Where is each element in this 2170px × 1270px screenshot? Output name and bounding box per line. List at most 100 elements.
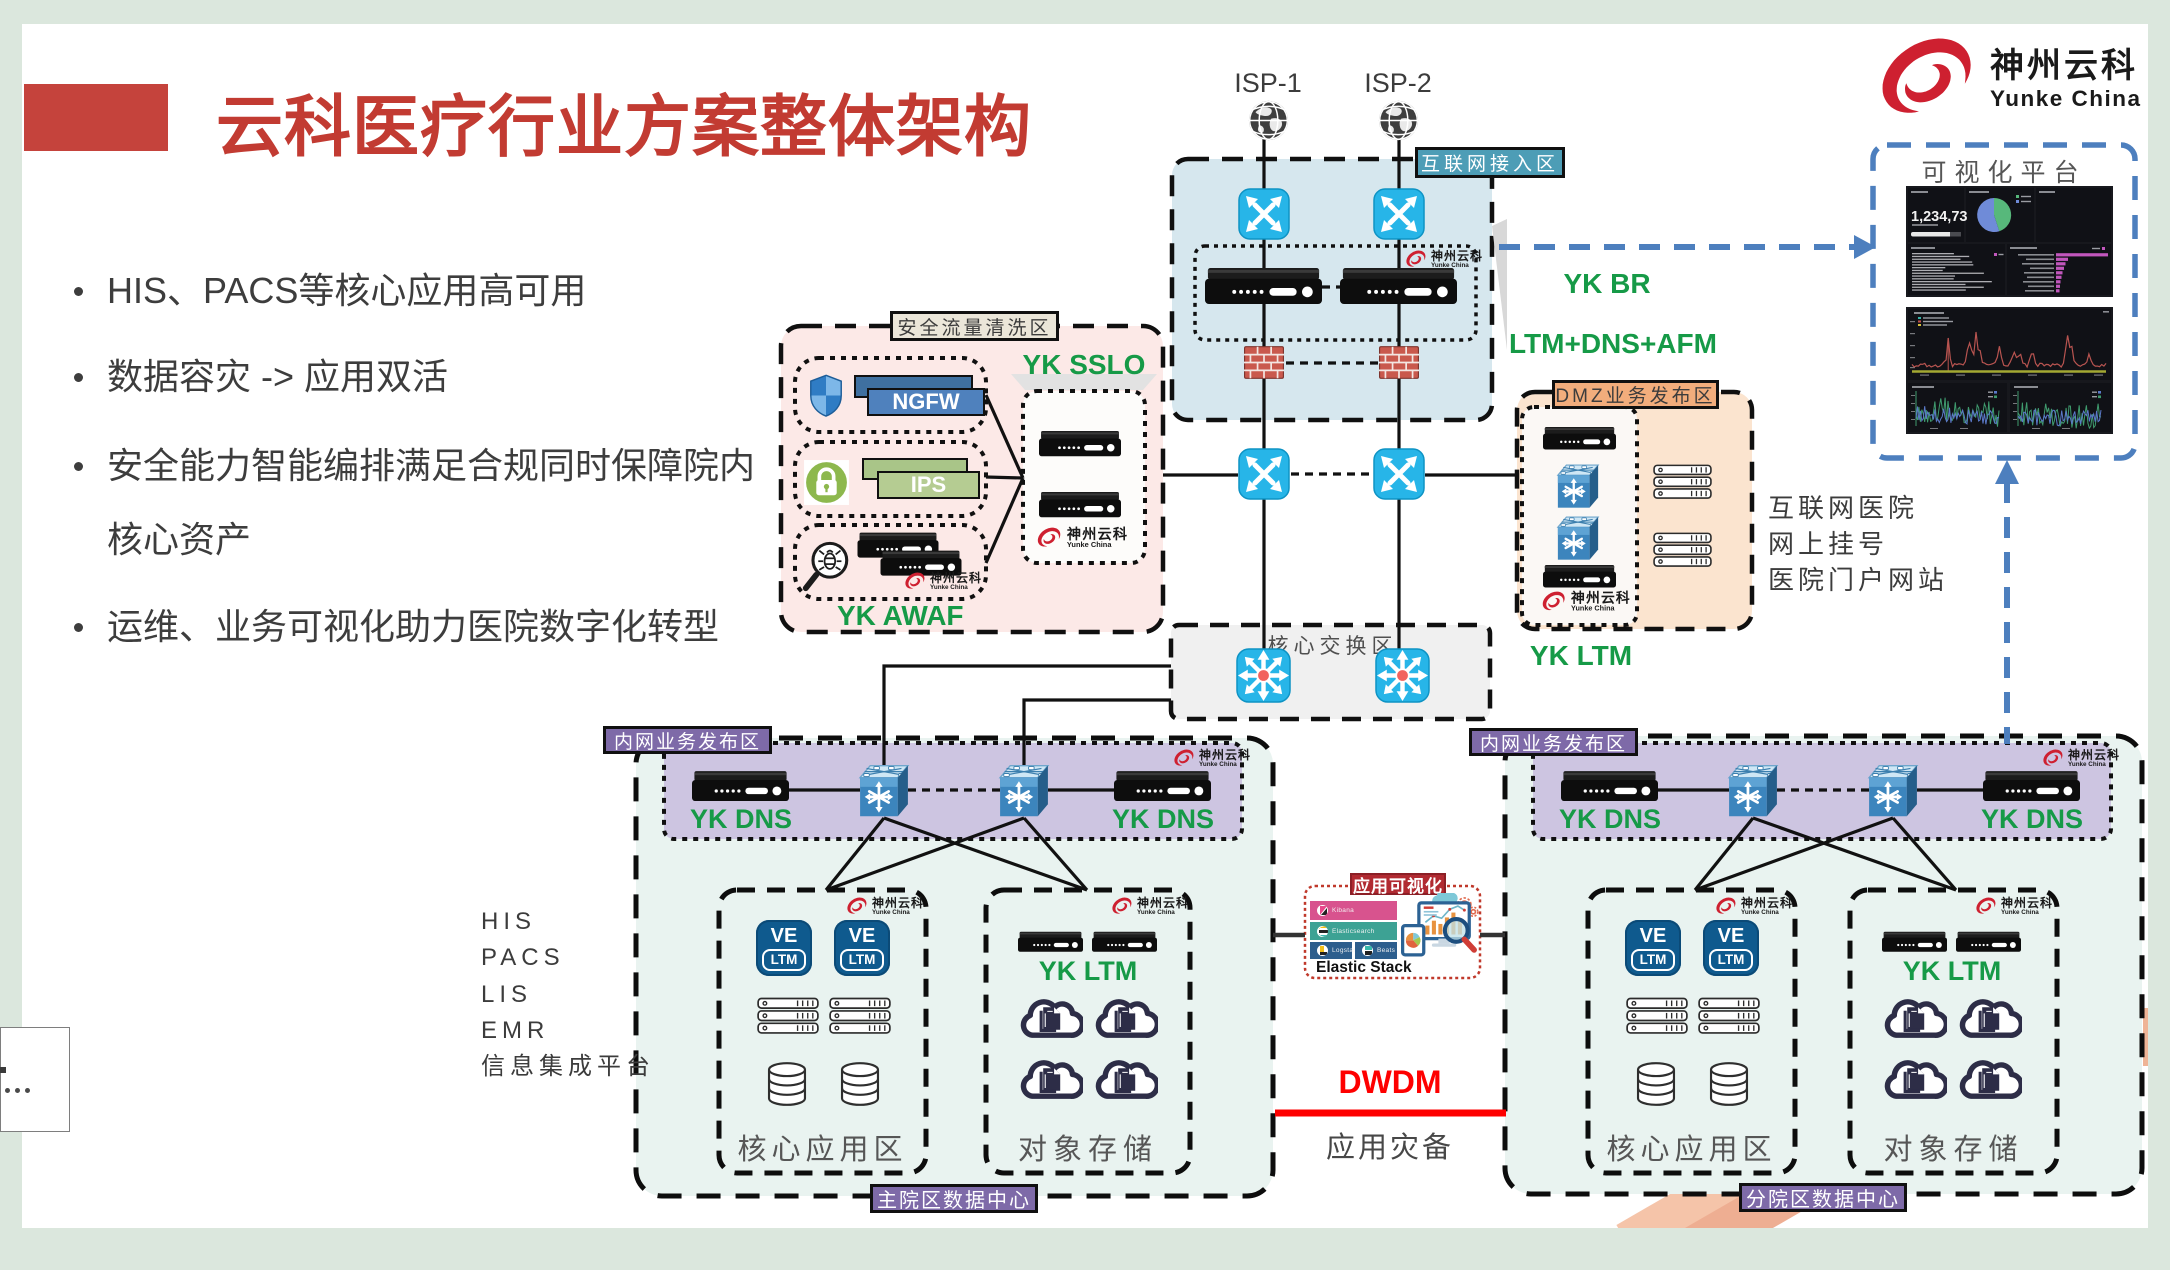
bullet-item: 运维、业务可视化助力医院数字化转型 (74, 590, 763, 664)
switch-stack-icon (998, 762, 1050, 819)
brand-logo: 神州云科 Yunke China (903, 572, 982, 591)
isp1-label: ISP-1 (1234, 68, 1302, 98)
ltm-appliance-icon (1882, 931, 1947, 953)
brand-text: 神州云科 Yunke China (1137, 897, 1189, 916)
brand-logo: 神州云科 Yunke China (1714, 897, 1793, 916)
box-app-zone-right (1585, 887, 1798, 1176)
label-app-viz: 应用可视化 (1350, 873, 1446, 896)
brand-text: 神州云科 Yunke China (930, 572, 982, 591)
isp1-globe-icon (1248, 100, 1289, 141)
brand-text: 神州云科 Yunke China (1067, 527, 1128, 549)
brand-swirl-icon (1540, 591, 1568, 613)
brand-logo: 神州云科 Yunke China (1974, 897, 2053, 916)
page-title: 云科医疗行业方案整体架构 (216, 90, 1032, 165)
server-rack-icon (1653, 531, 1712, 569)
elastic-bar-elasticsearch: Elasticsearch (1310, 922, 1397, 940)
elastic-bar-beats: Beats (1355, 942, 1397, 959)
box-internet-ltm-pair (1193, 244, 1478, 342)
brand-logo: 神州云科 Yunke China (1110, 897, 1189, 916)
his-item: HIS (481, 908, 537, 935)
cloud-storage-icon (1092, 1054, 1158, 1103)
server-rack-icon (1626, 997, 1688, 1035)
elastic-item-label: Logstash (1332, 947, 1361, 954)
brand-name-en: Yunke China (1571, 605, 1615, 613)
brand-logo: 神州云科 Yunke China (845, 897, 924, 916)
ngfw-chip: NGFW (867, 388, 985, 416)
label-storage-left: 对象存储 (1017, 1134, 1158, 1166)
brand-swirl-icon (903, 572, 927, 591)
brand-logo: 神州云科 Yunke China (1872, 36, 2142, 124)
bullet-item: 数据容灾 -> 应用双活 (74, 340, 763, 414)
dns-appliance-icon (1561, 770, 1658, 803)
yk-dns-label: YK DNS (1111, 804, 1214, 834)
his-item: PACS (481, 944, 565, 972)
brand-logo: 神州云科 Yunke China (2041, 749, 2120, 768)
ltm-label: LTM (1708, 949, 1754, 971)
viz-dashboard-trends (1906, 307, 2113, 434)
bullet-item: 安全能力智能编排满足合规同时保障院内核心资产 (74, 429, 763, 577)
brand-name-cn: 神州云科 (872, 896, 925, 910)
brand-name-en: Yunke China (1741, 909, 1779, 916)
switch-icon (1238, 188, 1290, 240)
brand-name-en: Yunke China (1066, 541, 1112, 550)
label-app-zone-left: 核心应用区 (737, 1134, 908, 1166)
his-systems-list: HIS PACS LIS EMR 信息集成平台 (481, 904, 655, 1085)
elastic-stack-title: Elastic Stack (1316, 959, 1412, 976)
database-icon (764, 1061, 810, 1107)
brand-name-cn: 神州云科 (1990, 47, 2138, 86)
brand-name-cn: 神州云科 (2068, 748, 2121, 762)
elasticsearch-logo-icon (1317, 925, 1328, 937)
brand-text: 神州云科 Yunke China (1571, 591, 1631, 613)
bullet-dot (74, 373, 83, 382)
dmz-appliance-icon (1543, 564, 1616, 589)
bullet-text: 运维、业务可视化助力医院数字化转型 (107, 606, 720, 647)
ve-ltm-icon: VE LTM (1625, 920, 1681, 976)
brand-name-cn: 神州云科 (1571, 589, 1631, 606)
his-item: LIS (481, 980, 533, 1008)
dwdm-label: DWDM (1338, 1064, 1442, 1100)
cloud-storage-icon (1881, 1054, 1947, 1103)
brand-logo: 神州云科 Yunke China (1540, 591, 1631, 613)
yk-br-label: YK BR (1563, 268, 1651, 299)
switch-stack-icon (1867, 762, 1919, 819)
decor-fold-sslo (1011, 374, 1157, 390)
brand-text: 神州云科 Yunke China (1199, 749, 1251, 768)
label-security-zone: 安全流量清洗区 (890, 311, 1059, 341)
core-router-icon (1375, 648, 1430, 703)
ve-label: VE (1717, 925, 1745, 947)
brand-name-en: Yunke China (2001, 909, 2039, 916)
dmz-service-list: 互联网医院 网上挂号 医院门户网站 (1768, 490, 1948, 598)
viz-arrows (1499, 244, 2010, 744)
ve-label: VE (1639, 925, 1667, 947)
dns-appliance-icon (1983, 770, 2080, 803)
cloud-storage-icon (1017, 1054, 1083, 1103)
dmz-yk-ltm-label: YK LTM (1529, 640, 1633, 671)
server-rack-icon (1698, 997, 1760, 1035)
brand-name-cn: 神州云科 (1066, 525, 1129, 543)
yk-dns-label: YK DNS (1558, 804, 1661, 834)
elastic-bar-kibana: Kibana (1310, 901, 1397, 920)
dc-yk-ltm-label: YK LTM (1902, 956, 2002, 986)
dmz-appliance-icon (1543, 426, 1616, 451)
switch-stack-icon (1551, 462, 1605, 510)
dmz-service-item: 互联网医院 (1768, 493, 1919, 523)
sslo-appliance-icon (1039, 491, 1121, 519)
brand-swirl-icon (1035, 527, 1063, 549)
label-core-zone: 核心交换区 (1267, 635, 1398, 658)
dr-label: 应用灾备 (1325, 1132, 1454, 1164)
database-icon (1633, 1061, 1679, 1107)
brand-swirl-icon (1872, 36, 1982, 124)
cloud-storage-icon (1092, 993, 1158, 1042)
brand-name-cn: 神州云科 (2001, 896, 2054, 910)
label-intranet-right: 内网业务发布区 (1469, 728, 1638, 756)
ltm-appliance-icon (1340, 267, 1457, 306)
ve-ltm-icon: VE LTM (756, 920, 812, 976)
ltm-appliance-icon (1205, 267, 1322, 306)
brand-text: 神州云科 Yunke China (1741, 897, 1793, 916)
elastic-item-label: Elasticsearch (1332, 927, 1375, 935)
logstash-logo-icon (1317, 945, 1328, 956)
dmz-service-item: 医院门户网站 (1768, 565, 1949, 595)
isp2-globe-icon (1378, 100, 1419, 141)
brand-name-en: Yunke China (872, 909, 910, 916)
